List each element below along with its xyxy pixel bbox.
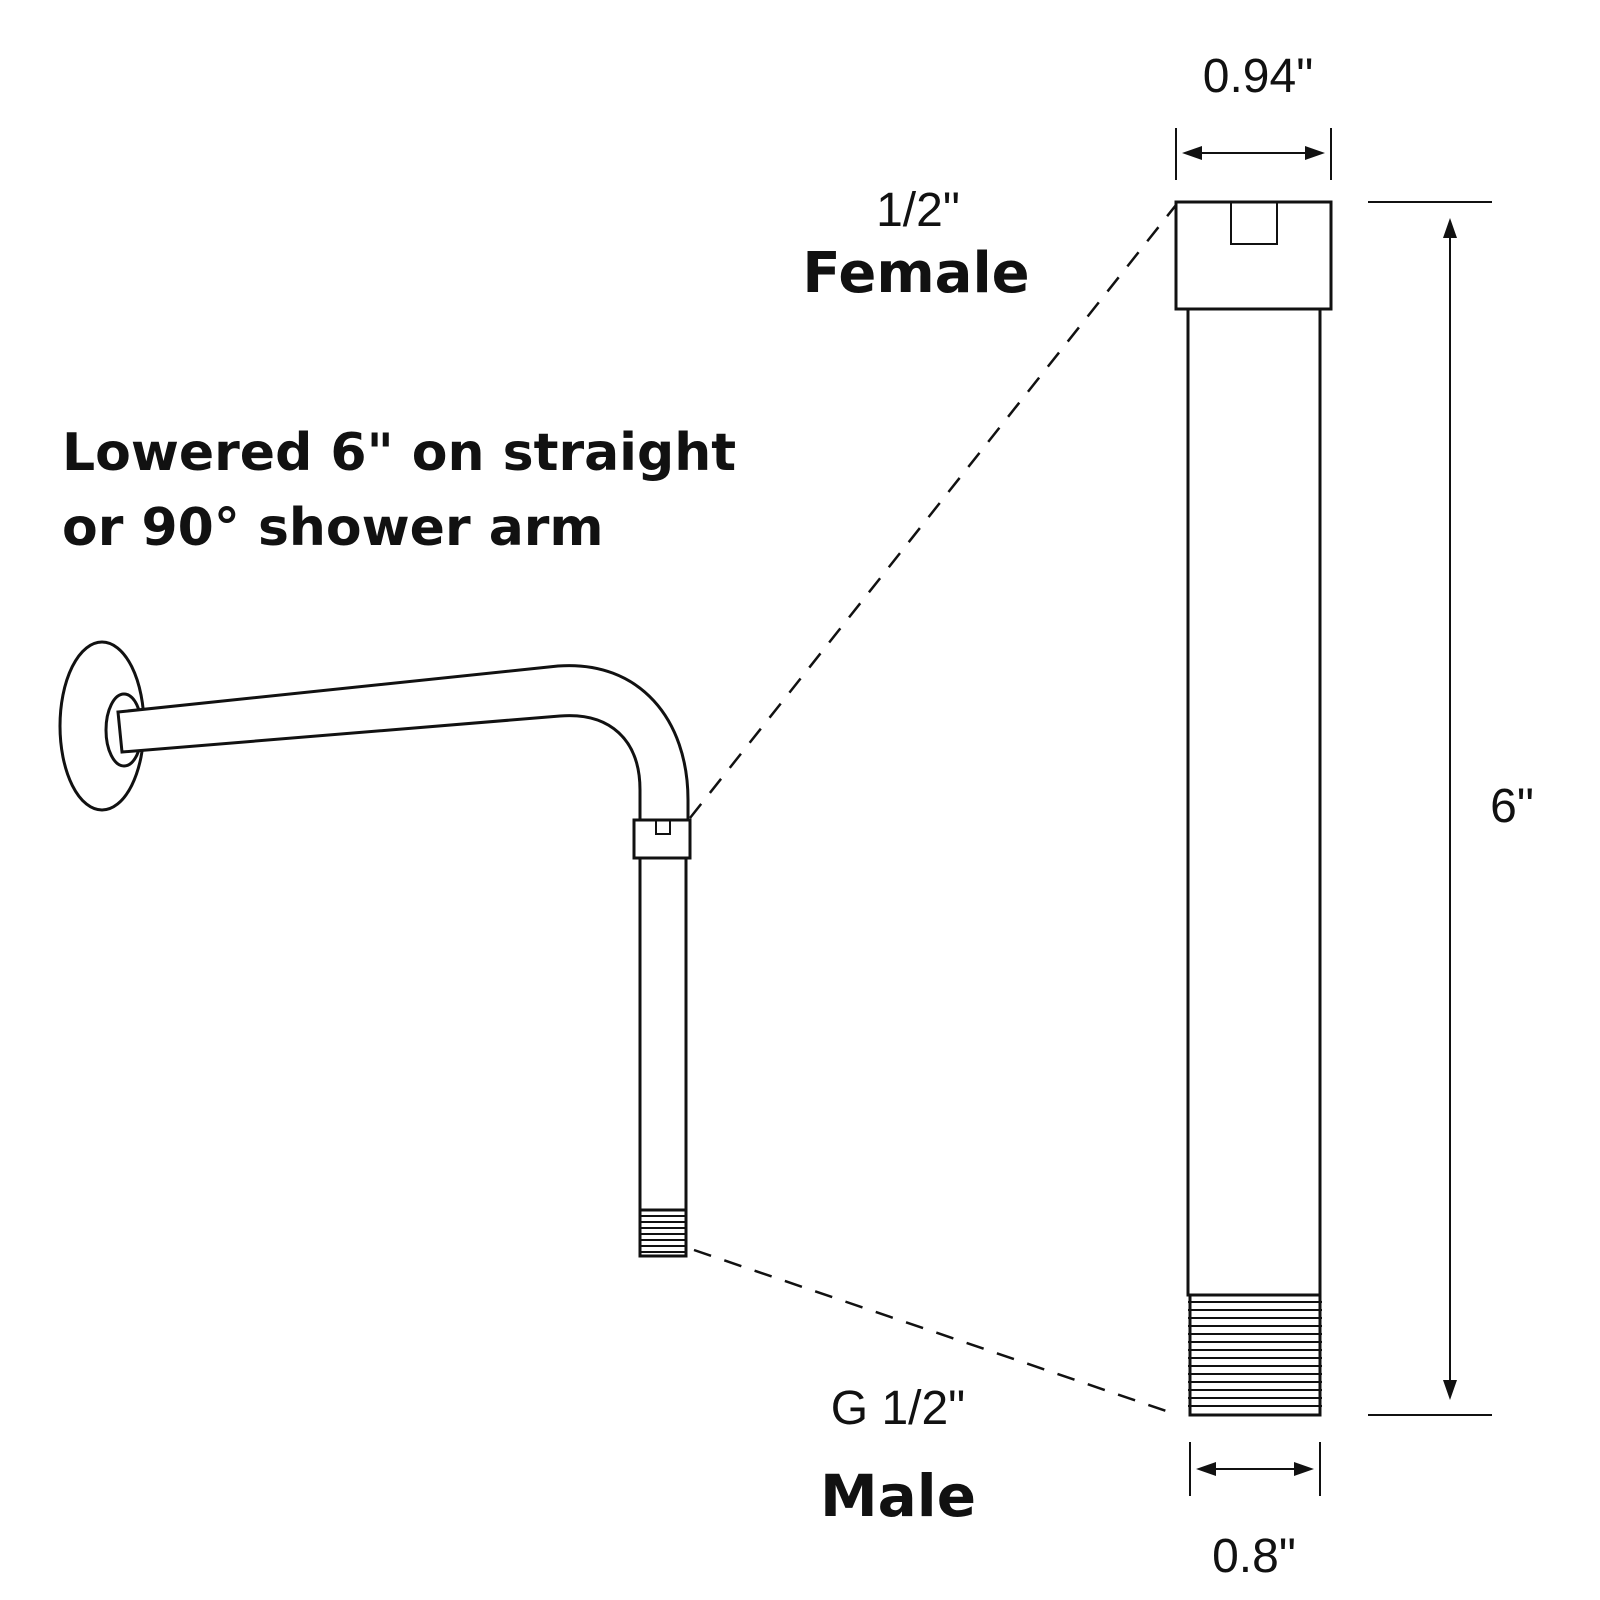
length-dimension [1368, 201, 1492, 1416]
top-width-label: 0.94" [1203, 50, 1313, 103]
headline-line-2: or 90° shower arm [62, 498, 604, 558]
bottom-width-label: 0.8" [1212, 1530, 1296, 1583]
female-size-label: 1/2" [876, 184, 960, 237]
bottom-width-dimension [1189, 1442, 1321, 1496]
callout-line-top [689, 204, 1177, 819]
female-head-notch [1230, 201, 1278, 245]
small-extension-pipe [638, 856, 688, 1212]
headline-line-1: Lowered 6" on straight [62, 423, 736, 483]
male-size-label: G 1/2" [831, 1382, 965, 1435]
callout-line-bottom [693, 1248, 1179, 1417]
shower-arm-illustration [58, 640, 692, 1258]
small-connector-collar [632, 818, 692, 860]
small-extension-thread [638, 1208, 688, 1258]
male-thread [1188, 1293, 1322, 1417]
top-width-dimension [1175, 128, 1332, 180]
female-type-label: Female [802, 241, 1029, 306]
length-label: 6" [1490, 780, 1534, 833]
extension-pipe-detail [1174, 200, 1333, 1417]
small-collar-notch [655, 819, 671, 835]
shower-arm-pipe [116, 664, 690, 822]
extension-pipe-body [1186, 307, 1322, 1297]
male-type-label: Male [820, 1462, 976, 1530]
female-fitting-head [1174, 200, 1333, 311]
